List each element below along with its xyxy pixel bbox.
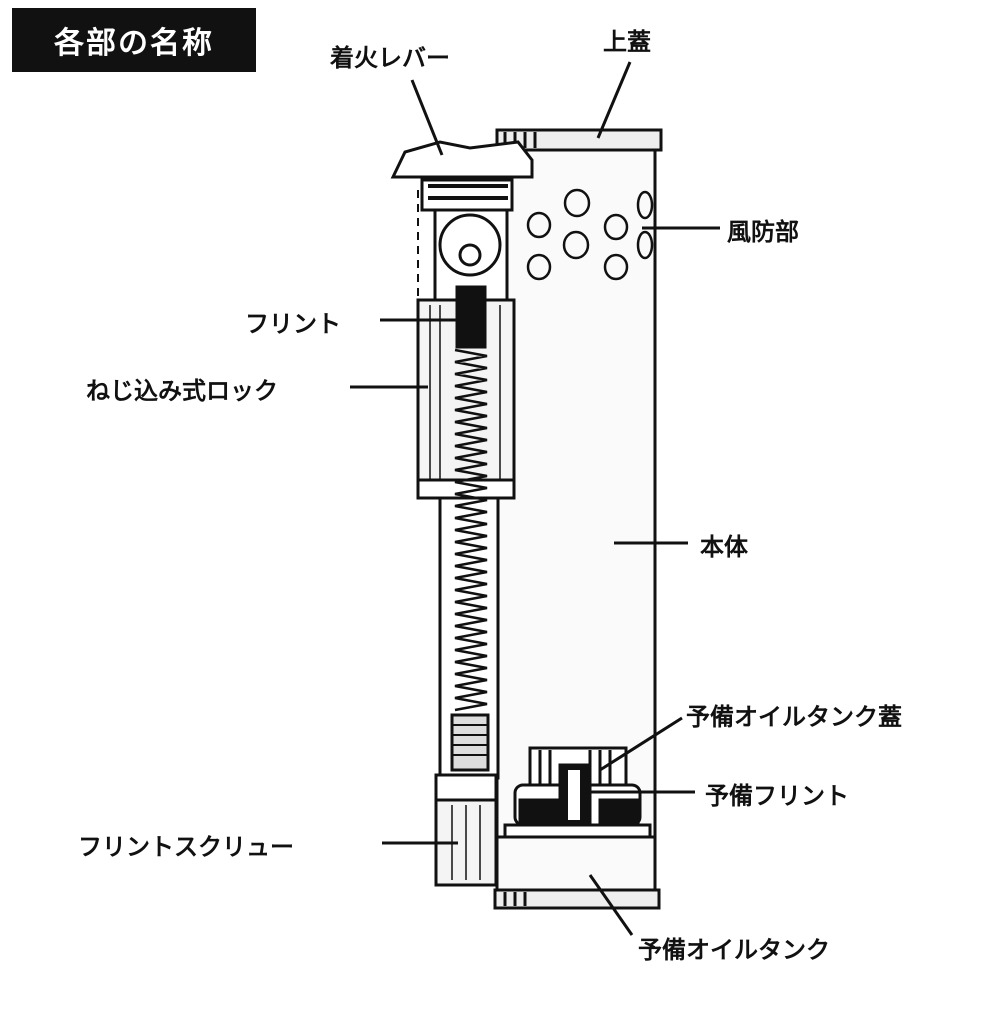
label-flint-screw: フリントスクリュー: [78, 833, 294, 861]
label-windscreen: 風防部: [727, 218, 799, 246]
flint: [455, 285, 487, 349]
leader-top-lid: [596, 61, 632, 139]
label-body: 本体: [700, 533, 748, 561]
label-spare-flint: 予備フリント: [705, 782, 849, 810]
spare-oil-tank: [493, 888, 661, 910]
label-screw-lock: ねじ込み式ロック: [86, 377, 278, 405]
ignition-lever: [390, 140, 534, 179]
leader-spare-tank: [588, 874, 634, 936]
leader-ignition-lever: [410, 79, 444, 156]
label-ignition-lever: 着火レバー: [330, 44, 450, 72]
leader-spare-tank-lid: [599, 716, 683, 772]
windscreen-holes: [526, 188, 654, 281]
top-lid-band: [495, 128, 663, 152]
label-spare-tank: 予備オイルタンク: [638, 936, 830, 964]
section-title: 各部の名称: [12, 8, 256, 72]
label-spare-tank-lid: 予備オイルタンク蓋: [686, 703, 902, 731]
spring: [454, 348, 488, 712]
label-top-lid: 上蓋: [603, 28, 651, 56]
label-flint: フリント: [245, 310, 341, 338]
